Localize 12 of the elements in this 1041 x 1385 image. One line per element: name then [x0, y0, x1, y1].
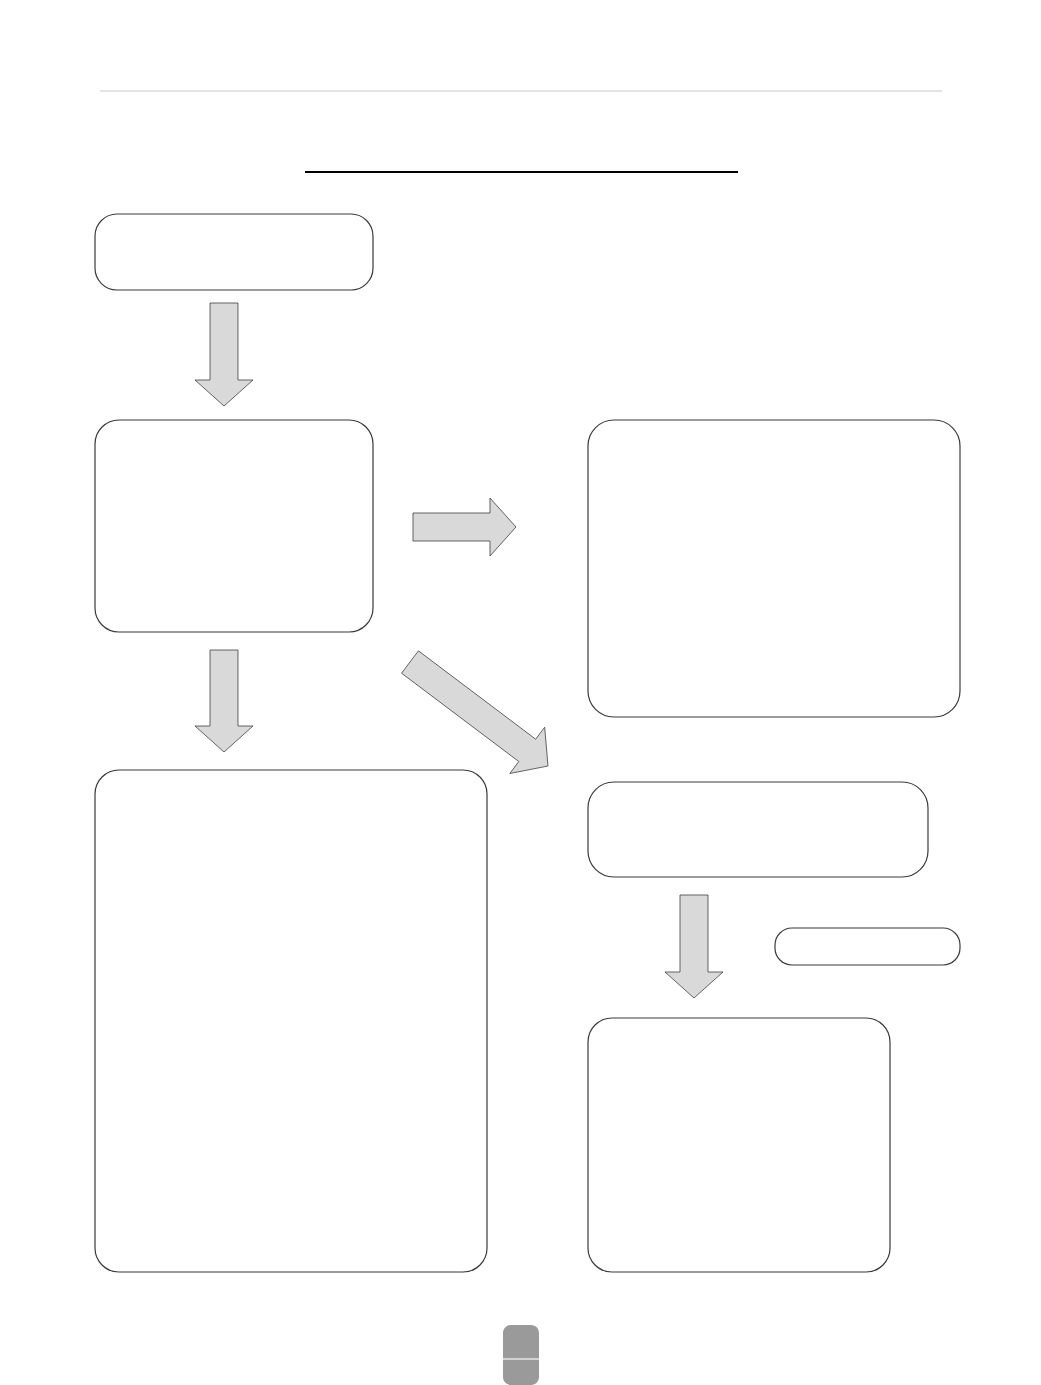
block-arrow	[401, 650, 549, 774]
rounded-box	[94, 213, 374, 291]
pill-box	[774, 927, 961, 966]
block-arrow	[194, 649, 254, 753]
rounded-box	[587, 781, 929, 878]
block-arrow	[664, 894, 724, 999]
rounded-box	[94, 419, 374, 633]
rounded-box	[587, 1017, 891, 1273]
rounded-box	[94, 769, 488, 1273]
block-arrow	[194, 302, 254, 407]
rounded-box	[587, 419, 961, 718]
block-arrow	[412, 497, 517, 557]
